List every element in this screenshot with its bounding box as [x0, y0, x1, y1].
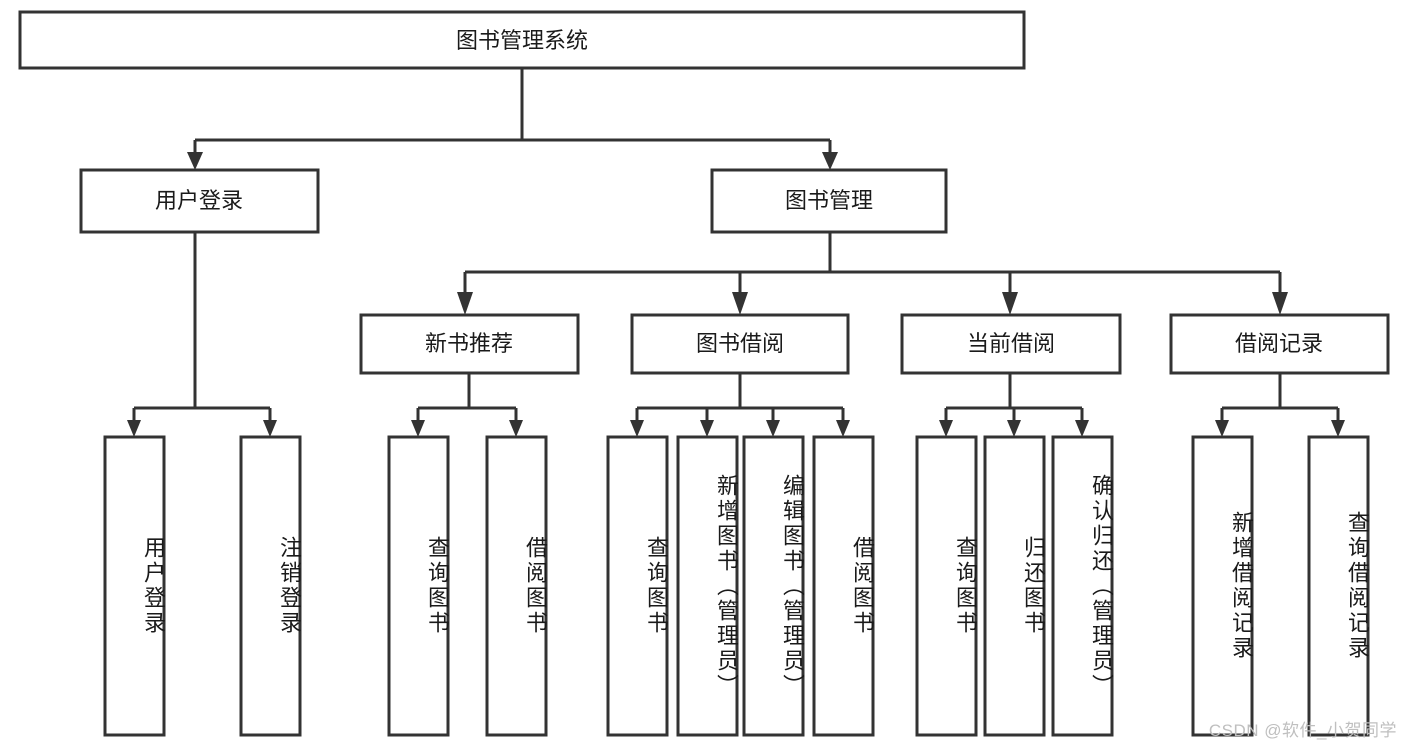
node-label-current-borrow: 当前借阅 [967, 331, 1055, 356]
node-box-leaf-bb-query-book[interactable] [606, 435, 669, 737]
node-box-leaf-cb-query-book[interactable] [915, 435, 978, 737]
node-label-root: 图书管理系统 [456, 28, 588, 53]
node-box-leaf-logout[interactable] [239, 435, 302, 737]
node-box-leaf-nbr-query-book[interactable] [387, 435, 450, 737]
arrowhead-bb-leaf-3 [766, 420, 780, 437]
node-box-root[interactable] [18, 10, 1026, 70]
arrowhead-br-leaf-2 [1331, 420, 1345, 437]
connector-group-root [187, 68, 838, 170]
arrowhead-cb-leaf-2 [1007, 420, 1021, 437]
arrowhead-cb-leaf-1 [939, 420, 953, 437]
node-box-leaf-bb-add-book[interactable] [676, 435, 739, 737]
arrowhead-book-borrow [732, 292, 748, 315]
node-box-leaf-bb-edit-book[interactable] [742, 435, 805, 737]
node-box-current-borrow[interactable] [900, 313, 1122, 375]
arrowhead-leaf-user-login [127, 420, 141, 437]
connector-group-book-mgmt [457, 232, 1288, 315]
node-box-book-borrow[interactable] [630, 313, 850, 375]
node-label-borrow-record: 借阅记录 [1235, 331, 1323, 356]
arrowhead-nbr-leaf-1 [411, 420, 425, 437]
node-box-user-login[interactable] [79, 168, 320, 234]
arrowhead-bb-leaf-1 [630, 420, 644, 437]
arrowhead-cb-leaf-3 [1075, 420, 1089, 437]
node-box-borrow-record[interactable] [1169, 313, 1390, 375]
connector-group-book-borrow [630, 373, 850, 437]
arrowhead-leaf-logout [263, 420, 277, 437]
arrowhead-user-login [187, 152, 203, 170]
node-box-leaf-bb-borrow-book[interactable] [812, 435, 875, 737]
node-box-leaf-user-login[interactable] [103, 435, 166, 737]
node-label-user-login: 用户登录 [155, 188, 243, 213]
arrowhead-new-book-recommend [457, 292, 473, 315]
arrowhead-book-mgmt [822, 152, 838, 170]
connector-group-new-book-recommend [411, 373, 523, 437]
node-box-leaf-cb-return-book[interactable] [983, 435, 1046, 737]
arrowhead-bb-leaf-2 [700, 420, 714, 437]
node-label-new-book-recommend: 新书推荐 [425, 331, 513, 356]
node-box-leaf-br-add-record[interactable] [1191, 435, 1254, 737]
node-box-leaf-nbr-borrow-book[interactable] [485, 435, 548, 737]
node-label-book-borrow: 图书借阅 [696, 331, 784, 356]
watermark-text: CSDN @软件_小贺同学 [1208, 721, 1397, 740]
arrowhead-bb-leaf-4 [836, 420, 850, 437]
node-label-book-management: 图书管理 [785, 188, 873, 213]
node-box-new-book-recommend[interactable] [359, 313, 580, 375]
node-box-book-management[interactable] [710, 168, 948, 234]
connector-group-borrow-record [1215, 373, 1345, 437]
node-box-leaf-br-query-record[interactable] [1307, 435, 1370, 737]
arrowhead-borrow-record [1272, 292, 1288, 315]
connector-group-current-borrow [939, 373, 1089, 437]
arrowhead-br-leaf-1 [1215, 420, 1229, 437]
arrowhead-nbr-leaf-2 [509, 420, 523, 437]
node-box-leaf-cb-confirm-return[interactable] [1051, 435, 1114, 737]
arrowhead-current-borrow [1002, 292, 1018, 315]
connector-group-user-login [127, 232, 277, 437]
